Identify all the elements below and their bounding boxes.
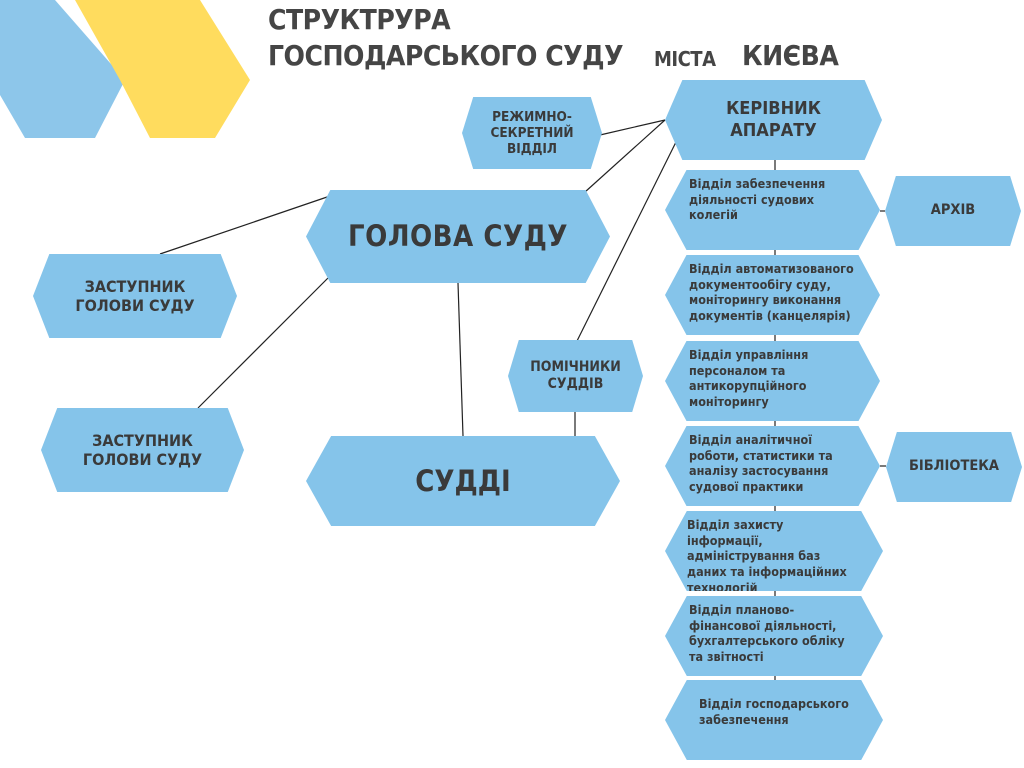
department-node: Відділ господарського забезпечення — [665, 680, 883, 760]
library-label: БІБЛІОТЕКА — [908, 458, 1000, 475]
department-label: Відділ планово-фінансової діяльності, бу… — [689, 602, 845, 664]
court-head-node: ГОЛОВА СУДУ — [306, 190, 610, 283]
archive-node: АРХІВ — [885, 176, 1021, 246]
department-node: Відділ захисту інформації, адмініструван… — [665, 511, 883, 591]
department-label: Відділ аналітичної роботи, статистики та… — [689, 432, 833, 494]
department-node: Відділ аналітичної роботи, статистики та… — [665, 426, 880, 506]
department-label: Відділ забезпечення діяльності судових к… — [689, 176, 826, 223]
department-label: Відділ автоматизованого документообігу с… — [689, 261, 854, 323]
department-node: Відділ управління персоналом та антикору… — [665, 341, 880, 421]
deputy-head-node-2: ЗАСТУПНИК ГОЛОВИ СУДУ — [41, 408, 244, 492]
line-courthead-judges — [457, 282, 464, 437]
department-node: Відділ автоматизованого документообігу с… — [665, 255, 880, 335]
judges-label: СУДДІ — [415, 463, 511, 498]
department-node: Відділ планово-фінансової діяльності, бу… — [665, 596, 883, 676]
library-node: БІБЛІОТЕКА — [886, 432, 1022, 502]
line-courthead-deputy2 — [197, 275, 331, 409]
department-label: Відділ господарського забезпечення — [699, 696, 849, 727]
judges-node: СУДДІ — [306, 436, 620, 526]
line-head-courthead — [584, 119, 666, 193]
title-line-2: ГОСПОДАРСЬКОГО СУДУ — [268, 39, 624, 72]
line-courthead-deputy1 — [159, 195, 331, 255]
title-city: КИЄВА — [742, 39, 839, 72]
regime-secret-department-label: РЕЖИМНО-СЕКРЕТНИЙ ВІДДІЛ — [490, 108, 574, 158]
title-city-prefix: МІСТА — [654, 47, 716, 71]
line-head-assistants — [574, 139, 678, 346]
line-regime-head — [599, 119, 666, 136]
judge-assistants-label: ПОМІЧНИКИ СУДДІВ — [530, 359, 621, 392]
corner-decoration — [0, 0, 250, 138]
blue-decor-shape — [0, 0, 125, 138]
court-head-label: ГОЛОВА СУДУ — [348, 219, 568, 254]
title-line-1: СТРУКТРУРА — [268, 3, 451, 36]
head-of-apparatus-node: КЕРІВНИК АПАРАТУ — [665, 80, 882, 160]
judge-assistants-node: ПОМІЧНИКИ СУДДІВ — [508, 340, 643, 412]
deputy-head-label-1: ЗАСТУПНИК ГОЛОВИ СУДУ — [75, 276, 195, 315]
head-of-apparatus-label: КЕРІВНИК АПАРАТУ — [726, 98, 821, 141]
department-node: Відділ забезпечення діяльності судових к… — [665, 170, 880, 250]
yellow-decor-shape — [75, 0, 250, 138]
department-label: Відділ управління персоналом та антикору… — [689, 347, 809, 409]
deputy-head-label-2: ЗАСТУПНИК ГОЛОВИ СУДУ — [82, 430, 203, 469]
department-label: Відділ захисту інформації, адмініструван… — [687, 517, 847, 595]
regime-secret-department-node: РЕЖИМНО-СЕКРЕТНИЙ ВІДДІЛ — [462, 97, 602, 169]
archive-label: АРХІВ — [930, 202, 976, 219]
deputy-head-node-1: ЗАСТУПНИК ГОЛОВИ СУДУ — [33, 254, 237, 338]
